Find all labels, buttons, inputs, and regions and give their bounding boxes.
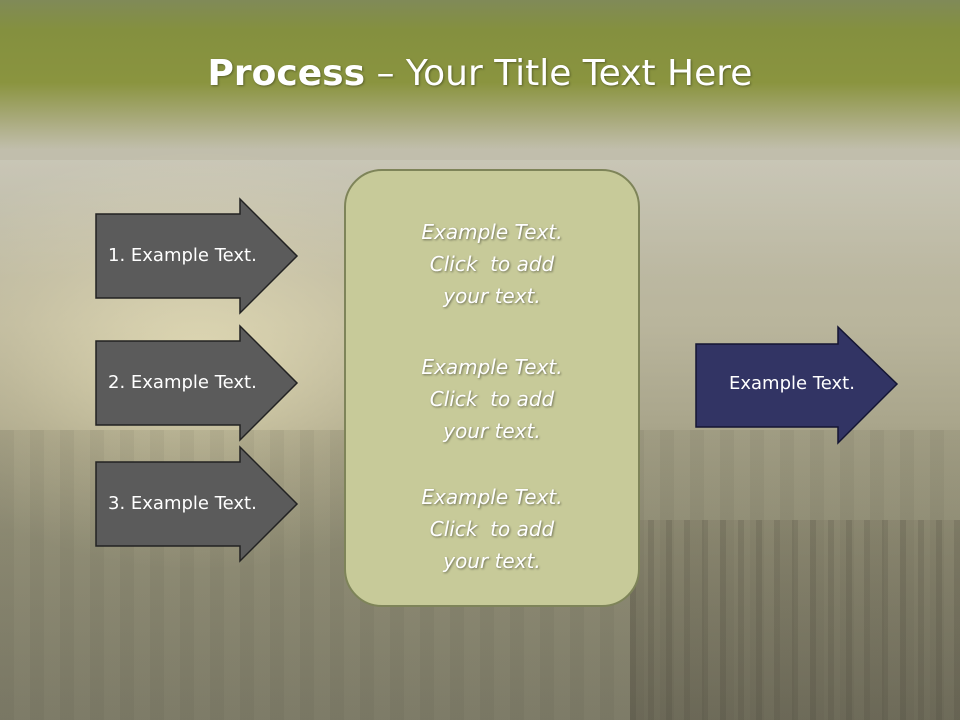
title-banner: [0, 0, 960, 150]
text-block-3[interactable]: Example Text. Click to add your text.: [346, 481, 638, 577]
text-line: Click to add: [429, 387, 555, 411]
text-block-2[interactable]: Example Text. Click to add your text.: [346, 351, 638, 447]
arrow-shape: [95, 324, 299, 442]
arrow-label: Example Text.: [729, 373, 855, 394]
text-line: your text.: [443, 419, 541, 443]
text-line: your text.: [443, 549, 541, 573]
arrow-shape: [695, 325, 899, 445]
text-line: Example Text.: [421, 485, 563, 509]
arrow-label: 1. Example Text.: [108, 245, 257, 266]
arrow-label: 2. Example Text.: [108, 372, 257, 393]
text-line: Example Text.: [421, 355, 563, 379]
result-arrow[interactable]: Example Text.: [695, 325, 899, 445]
process-arrow-2[interactable]: 2. Example Text.: [95, 324, 299, 442]
text-line: Example Text.: [421, 220, 563, 244]
arrow-shape: [95, 445, 299, 563]
text-line: Click to add: [429, 252, 555, 276]
process-arrow-1[interactable]: 1. Example Text.: [95, 197, 299, 315]
title-bold-part: Process: [207, 53, 366, 94]
arrow-label: 3. Example Text.: [108, 493, 257, 514]
process-arrow-3[interactable]: 3. Example Text.: [95, 445, 299, 563]
background-buildings: [630, 520, 960, 720]
title-rest-part: – Your Title Text Here: [365, 53, 753, 94]
center-text-box[interactable]: Example Text. Click to add your text. Ex…: [344, 169, 640, 607]
text-block-1[interactable]: Example Text. Click to add your text.: [346, 216, 638, 312]
text-line: Click to add: [429, 517, 555, 541]
slide-title[interactable]: Process – Your Title Text Here: [0, 52, 960, 96]
text-line: your text.: [443, 284, 541, 308]
arrow-shape: [95, 197, 299, 315]
